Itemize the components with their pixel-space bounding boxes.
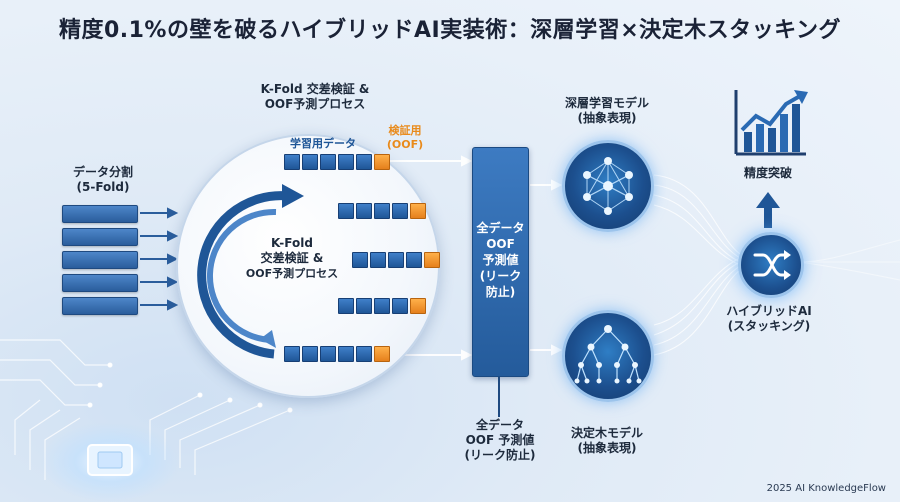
validation-block — [374, 346, 390, 362]
validation-block — [410, 298, 426, 314]
train-block — [302, 346, 318, 362]
page-title: 精度0.1%の壁を破るハイブリッドAI実装術：深層学習×決定木スタッキング — [58, 18, 842, 43]
fold-bar — [62, 297, 138, 315]
data-split-label: データ分割 (5-Fold) — [72, 165, 133, 194]
validation-block — [424, 252, 440, 268]
train-block — [392, 203, 408, 219]
neural-network-icon — [583, 157, 633, 215]
validation-block — [374, 154, 390, 170]
oof-connector — [498, 377, 500, 417]
train-block — [374, 298, 390, 314]
accuracy-label: 精度突破 — [743, 166, 792, 180]
train-block — [284, 346, 300, 362]
tree-model-label: 決定木モデル (抽象表現) — [570, 426, 643, 455]
decision-tree-icon — [574, 325, 642, 384]
train-block — [356, 203, 372, 219]
fold-row-1 — [284, 154, 390, 170]
rising-chart-icon — [734, 90, 808, 156]
validation-block — [410, 203, 426, 219]
train-block — [284, 154, 300, 170]
train-block — [302, 154, 318, 170]
fold-row-2 — [338, 203, 426, 219]
model-arrows — [530, 179, 563, 356]
train-block — [338, 154, 354, 170]
cycle-arrow-icon — [197, 184, 304, 359]
fold-arrows — [140, 207, 179, 311]
up-arrow — [756, 192, 780, 228]
train-block — [338, 298, 354, 314]
train-block — [392, 298, 408, 314]
fold-row-4 — [338, 298, 426, 314]
circle-center-label: K-Fold 交差検証 & OOF予測プロセス — [245, 236, 339, 280]
kfold-header-label: K-Fold 交差検証 & OOF予測プロセス — [260, 82, 370, 111]
oof-bar — [472, 147, 529, 377]
fold-bar — [62, 228, 138, 246]
dl-model-label: 深層学習モデル (抽象表現) — [564, 96, 649, 125]
shuffle-icon — [753, 250, 791, 280]
train-block — [356, 298, 372, 314]
train-block — [352, 252, 368, 268]
validation-label: 検証用 (OOF) — [386, 124, 424, 151]
fold-bar — [62, 251, 138, 269]
oof-bar-label: 全データ OOF 予測値 (リーク 防止) — [476, 221, 525, 299]
train-block — [370, 252, 386, 268]
oof-bottom-label: 全データ OOF 予測値 (リーク防止) — [464, 418, 536, 462]
fold-row-5 — [284, 346, 390, 362]
train-block — [406, 252, 422, 268]
train-data-label: 学習用データ — [290, 137, 356, 150]
fold-bar — [62, 205, 138, 223]
train-block — [388, 252, 404, 268]
hybrid-label: ハイブリッドAI (スタッキング) — [726, 304, 812, 333]
train-block — [356, 154, 372, 170]
train-block — [320, 346, 336, 362]
train-block — [338, 346, 354, 362]
train-block — [338, 203, 354, 219]
light-streams — [653, 174, 900, 356]
chip-icon — [40, 422, 180, 502]
train-block — [374, 203, 390, 219]
fold-stack — [62, 205, 138, 325]
footer-credit: 2025 AI KnowledgeFlow — [766, 483, 886, 494]
fold-bar — [62, 274, 138, 292]
fold-row-3 — [352, 252, 440, 268]
train-block — [320, 154, 336, 170]
train-block — [356, 346, 372, 362]
